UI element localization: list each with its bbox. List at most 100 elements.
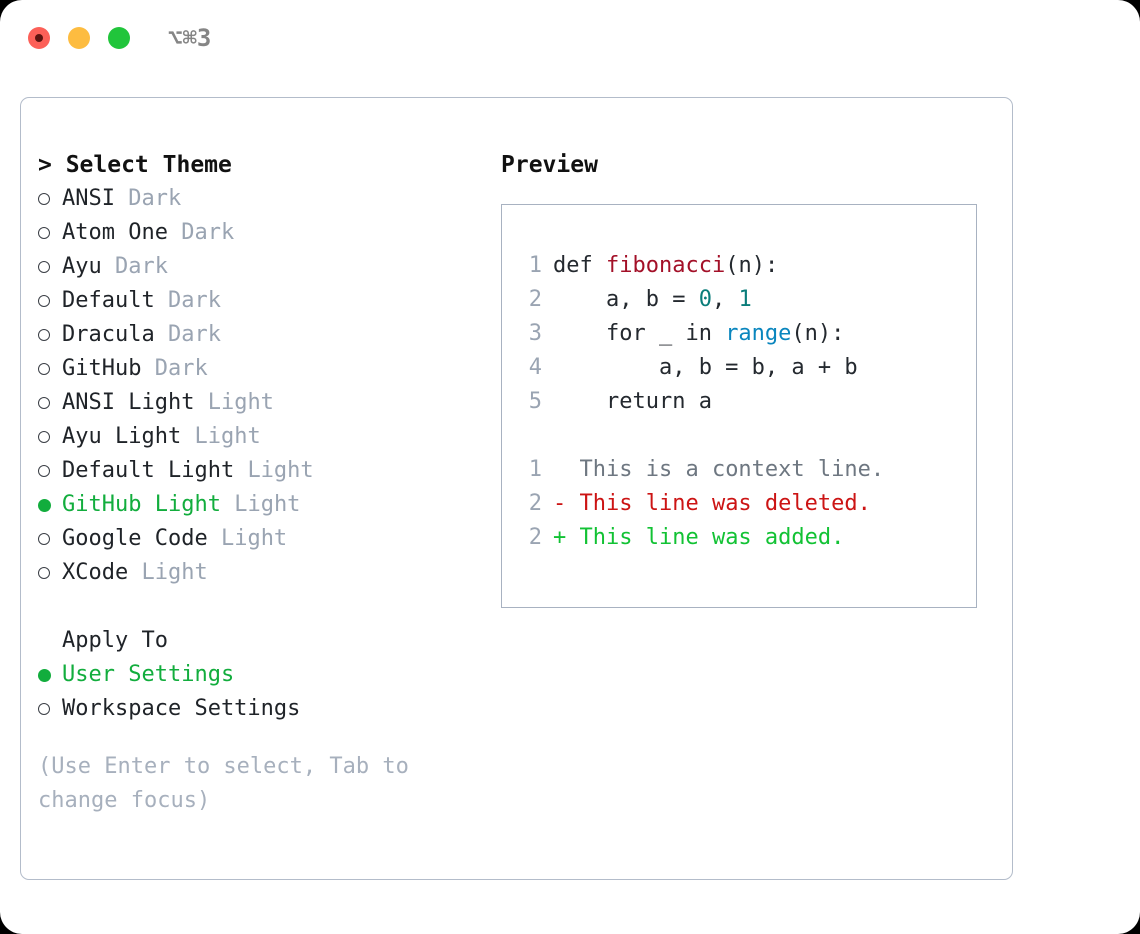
zoom-button[interactable]: [108, 27, 130, 49]
theme-item[interactable]: Google Code Light: [38, 522, 498, 556]
theme-item-tag: Dark: [167, 288, 221, 313]
radio-icon[interactable]: [38, 329, 62, 341]
code-token: return a: [553, 389, 712, 414]
theme-item[interactable]: ANSI Dark: [38, 182, 498, 216]
radio-icon[interactable]: [38, 295, 62, 307]
radio-icon[interactable]: [38, 397, 62, 409]
line-number: 5: [528, 389, 542, 414]
code-line: 4 a, b = b, a + b: [512, 351, 976, 385]
apply-to-option-label: User Settings: [62, 662, 235, 687]
line-number: 4: [528, 355, 542, 380]
theme-item-tag: Light: [141, 560, 208, 585]
theme-item-sep: [208, 522, 221, 556]
code-token: ,: [711, 287, 739, 312]
diff-sample: 1 This is a context line. 2- This line wa…: [512, 453, 976, 555]
radio-mark: [38, 261, 50, 273]
line-number: 2: [528, 491, 542, 516]
code-token: 1: [738, 287, 752, 312]
radio-icon[interactable]: [38, 227, 62, 239]
theme-item-sep: [155, 318, 168, 352]
preview-title: Preview: [501, 152, 598, 178]
theme-item-name: Ayu Light: [62, 424, 182, 449]
theme-item[interactable]: Dracula Dark: [38, 318, 498, 352]
radio-icon[interactable]: [38, 465, 62, 477]
diff-marker: +: [553, 525, 567, 550]
theme-item-sep: [115, 182, 128, 216]
close-button[interactable]: [28, 27, 50, 49]
diff-text: This line was deleted.: [566, 491, 871, 516]
keyboard-shortcut-label: ⌥⌘3: [168, 24, 212, 52]
line-number: 3: [528, 321, 542, 346]
code-token: fibonacci: [605, 253, 726, 278]
theme-item[interactable]: GitHub Light Light: [38, 488, 498, 522]
diff-text: This is a context line.: [566, 457, 885, 482]
radio-icon[interactable]: [38, 567, 62, 579]
radio-selected-icon[interactable]: [38, 498, 62, 512]
radio-mark: [38, 431, 50, 443]
theme-item-tag: Dark: [167, 322, 221, 347]
theme-item-sep: [234, 454, 247, 488]
theme-picker-header: > Select Theme: [38, 152, 232, 178]
theme-item[interactable]: Ayu Dark: [38, 250, 498, 284]
radio-mark: [38, 533, 50, 545]
theme-item-sep: [102, 250, 115, 284]
radio-selected-icon[interactable]: [38, 668, 62, 682]
radio-mark: [38, 668, 51, 682]
theme-item[interactable]: GitHub Dark: [38, 352, 498, 386]
diff-line: 2+ This line was added.: [512, 521, 976, 555]
line-number: 1: [528, 253, 542, 278]
code-gap: [512, 419, 976, 453]
theme-item-name: Atom One: [62, 220, 168, 245]
theme-item-name: Dracula: [62, 322, 155, 347]
theme-item-name: ANSI Light: [62, 390, 195, 415]
theme-item-sep: [128, 556, 141, 590]
theme-item[interactable]: Default Light Light: [38, 454, 498, 488]
theme-item-sep: [194, 386, 207, 420]
code-token: def: [553, 253, 606, 278]
radio-icon[interactable]: [38, 363, 62, 375]
code-token: for _ in: [553, 321, 726, 346]
theme-item-name: Default Light: [62, 458, 235, 483]
apply-to-option[interactable]: Workspace Settings: [38, 692, 498, 726]
theme-item-sep: [141, 352, 154, 386]
theme-item-name: Google Code: [62, 526, 208, 551]
radio-mark: [38, 295, 50, 307]
code-token: a, b = b, a + b: [553, 355, 858, 380]
radio-mark: [38, 363, 50, 375]
theme-item-tag: Dark: [181, 220, 235, 245]
minimize-button[interactable]: [68, 27, 90, 49]
theme-item[interactable]: Ayu Light Light: [38, 420, 498, 454]
theme-item[interactable]: Default Dark: [38, 284, 498, 318]
code-token: (n):: [791, 321, 845, 346]
theme-item-tag: Light: [220, 526, 288, 551]
list-spacer: [38, 590, 498, 624]
radio-mark: [38, 703, 50, 715]
theme-item-sep: [168, 216, 181, 250]
radio-icon[interactable]: [38, 703, 62, 715]
theme-item[interactable]: Atom One Dark: [38, 216, 498, 250]
apply-to-header: Apply To: [38, 624, 498, 658]
apply-to-option[interactable]: User Settings: [38, 658, 498, 692]
theme-item-name: Default: [62, 288, 155, 313]
theme-item-name: Ayu: [62, 254, 102, 279]
radio-icon[interactable]: [38, 193, 62, 205]
radio-icon[interactable]: [38, 431, 62, 443]
radio-icon[interactable]: [38, 533, 62, 545]
theme-item[interactable]: XCode Light: [38, 556, 498, 590]
radio-icon[interactable]: [38, 261, 62, 273]
code-token: range: [725, 321, 792, 346]
line-number: 1: [528, 457, 542, 482]
keyboard-hint: (Use Enter to select, Tab to change focu…: [38, 754, 409, 813]
theme-item-name: GitHub: [62, 356, 142, 381]
theme-item[interactable]: ANSI Light Light: [38, 386, 498, 420]
radio-mark: [38, 397, 50, 409]
diff-marker: -: [553, 491, 567, 516]
theme-item-sep: [155, 284, 168, 318]
